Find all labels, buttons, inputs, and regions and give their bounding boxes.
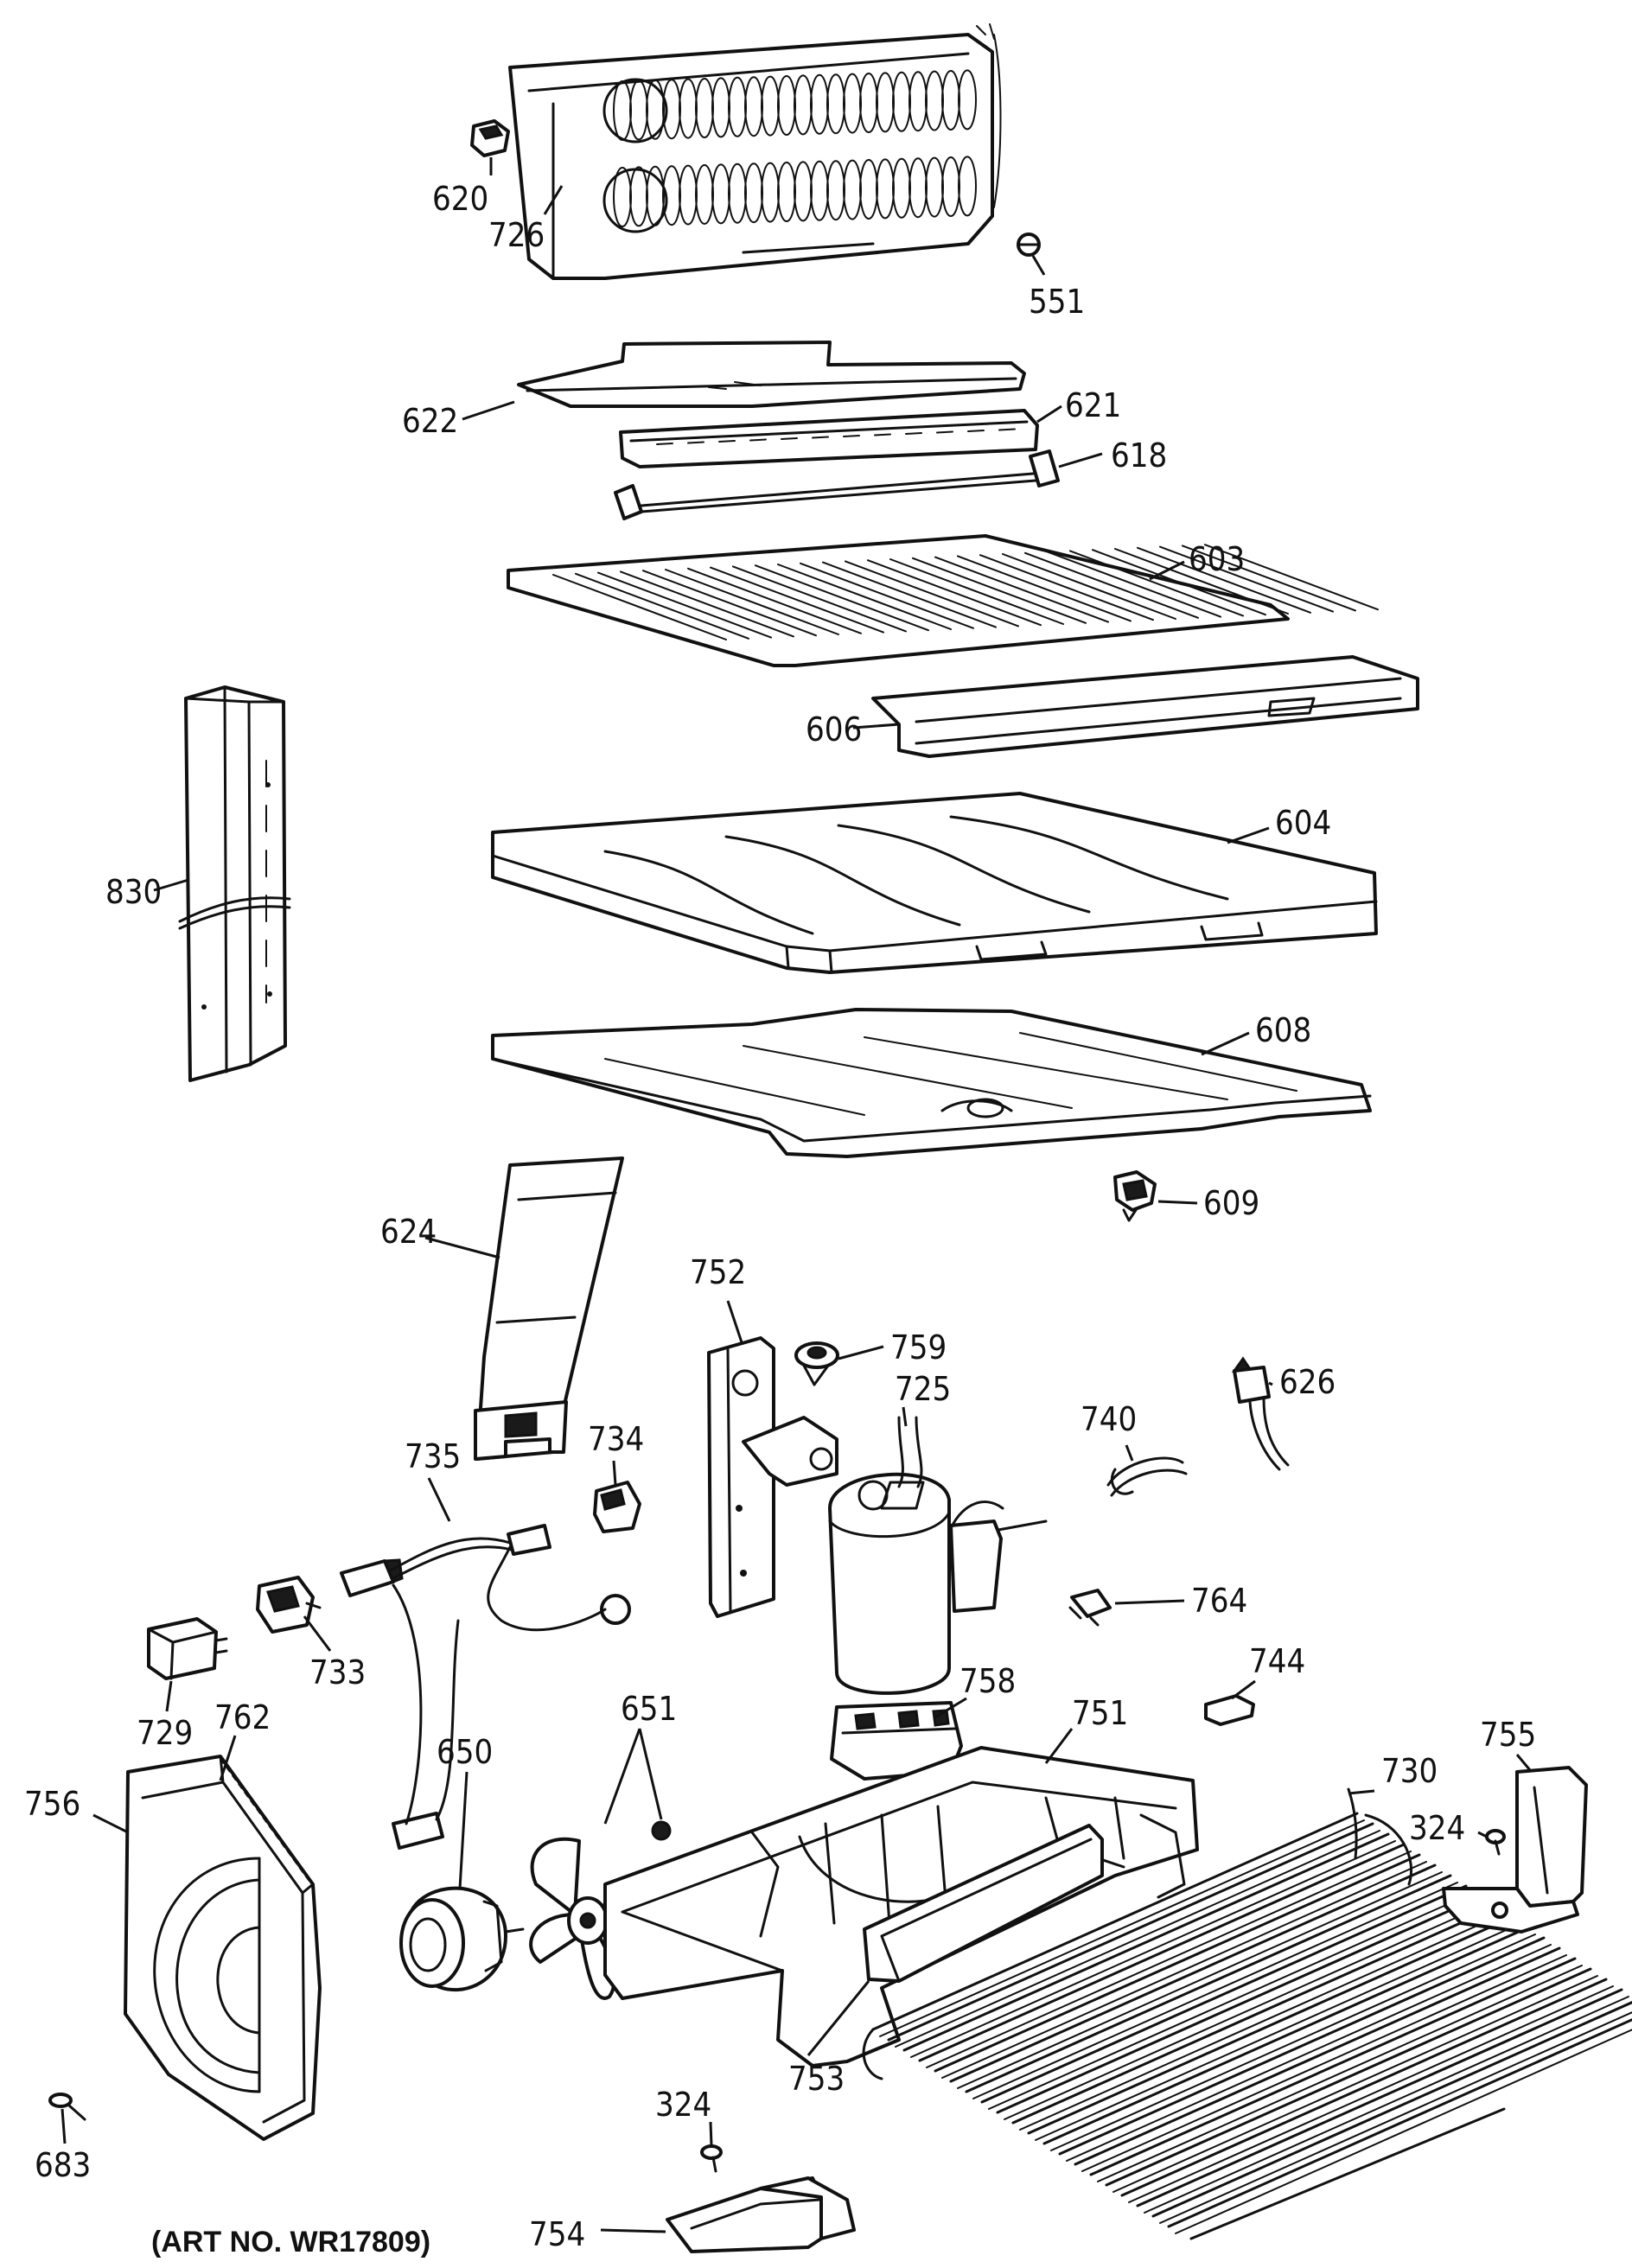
compressor-725 <box>828 1416 1048 1695</box>
callout-651: 651 <box>621 1690 677 1728</box>
callout-726: 726 <box>488 216 545 254</box>
capacitor-729 <box>147 1617 228 1680</box>
fan-shroud-756 <box>124 1755 322 2141</box>
callout-744: 744 <box>1249 1642 1305 1680</box>
callout-734: 734 <box>588 1420 644 1458</box>
callout-551: 551 <box>1029 283 1085 321</box>
callout-756: 756 <box>24 1785 80 1823</box>
cord-626 <box>1231 1356 1290 1471</box>
callout-751: 751 <box>1072 1694 1128 1732</box>
callout-618: 618 <box>1111 436 1167 475</box>
callout-621: 621 <box>1065 386 1121 424</box>
bracket-752 <box>707 1336 838 1618</box>
spring-740 <box>1106 1456 1188 1497</box>
shelf-603 <box>507 534 1379 667</box>
callout-735: 735 <box>405 1437 461 1475</box>
bracket-753 <box>863 1824 1104 1983</box>
bracket-755 <box>1442 1766 1588 1934</box>
callout-620: 620 <box>432 180 488 218</box>
harness-735 <box>340 1524 631 1850</box>
screw-324-upper <box>1485 1829 1506 1856</box>
screw-683 <box>48 2093 86 2121</box>
callout-758: 758 <box>959 1662 1016 1700</box>
clip-764 <box>1068 1589 1112 1627</box>
screw-551 <box>1017 233 1041 257</box>
callout-762: 762 <box>214 1698 271 1736</box>
callout-752: 752 <box>690 1253 746 1291</box>
callout-753: 753 <box>788 2060 845 2098</box>
callout-830: 830 <box>105 873 162 911</box>
plug-609 <box>1113 1170 1157 1222</box>
callout-755: 755 <box>1480 1716 1536 1754</box>
grommet-758 <box>830 1701 963 1781</box>
callout-324-lower: 324 <box>655 2086 711 2124</box>
heater-channel-621 <box>619 409 1039 468</box>
bracket-754 <box>666 2176 856 2253</box>
callout-725: 725 <box>895 1370 951 1408</box>
callout-604: 604 <box>1275 804 1331 842</box>
callout-740: 740 <box>1081 1400 1137 1438</box>
callout-764: 764 <box>1191 1582 1247 1620</box>
callout-754: 754 <box>529 2215 585 2253</box>
art-number: (ART NO. WR17809) <box>151 2226 430 2258</box>
callout-683: 683 <box>35 2146 91 2184</box>
callout-622: 622 <box>402 402 458 440</box>
clip-620 <box>470 119 510 157</box>
pan-608 <box>491 1008 1372 1158</box>
callout-626: 626 <box>1279 1363 1336 1401</box>
clip-744 <box>1204 1694 1255 1726</box>
upright-830 <box>178 685 291 1082</box>
motor-650 <box>399 1886 525 1992</box>
callout-606: 606 <box>806 710 862 749</box>
duct-624 <box>474 1156 624 1461</box>
switch-733 <box>256 1576 322 1634</box>
callout-labels: 620 726 551 622 621 618 603 606 830 604 … <box>24 180 1536 2258</box>
grommet-759 <box>794 1341 839 1386</box>
callout-650: 650 <box>437 1733 493 1771</box>
screw-324-lower <box>700 2144 723 2173</box>
callout-324-upper: 324 <box>1409 1809 1465 1847</box>
callout-609: 609 <box>1203 1184 1259 1222</box>
connector-734 <box>593 1481 641 1533</box>
callout-624: 624 <box>380 1213 437 1251</box>
evaporator-726 <box>508 23 1002 280</box>
shelf-604 <box>491 792 1378 974</box>
callout-729: 729 <box>137 1714 193 1752</box>
callout-759: 759 <box>890 1328 947 1367</box>
channel-606 <box>871 655 1419 758</box>
condenser-730 <box>862 1787 1632 2240</box>
cover-622 <box>517 341 1026 408</box>
callout-608: 608 <box>1255 1011 1311 1049</box>
callout-733: 733 <box>309 1653 366 1691</box>
heater-rod-618 <box>614 449 1060 520</box>
callout-730: 730 <box>1381 1752 1438 1790</box>
callout-603: 603 <box>1189 540 1245 578</box>
leader-lines <box>61 157 1532 2233</box>
